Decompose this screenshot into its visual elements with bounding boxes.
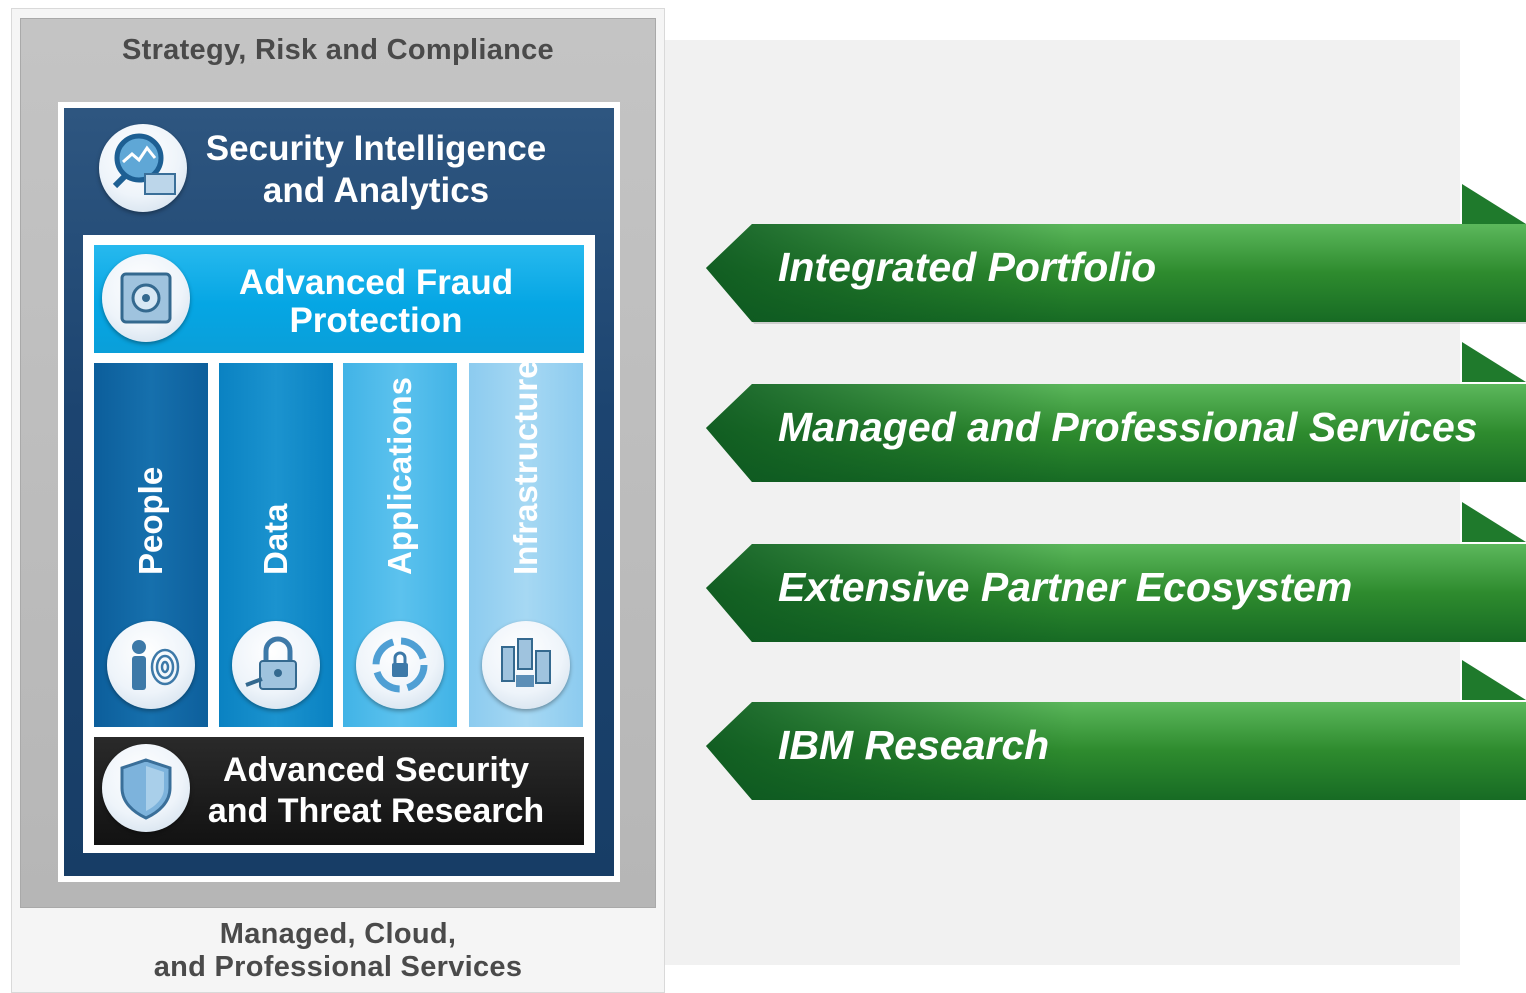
advanced-security-title-line1: Advanced Security xyxy=(222,751,530,789)
column-applications: Applications xyxy=(343,363,457,727)
advanced-fraud-protection-title: Advanced Fraud Protection xyxy=(190,264,562,340)
security-intelligence-title-line2: and Analytics xyxy=(262,171,490,210)
lock-cycle-icon xyxy=(356,621,444,709)
arrow-ibm-research-label: IBM Research xyxy=(778,722,1050,768)
arrow-managed-professional-services-label: Managed and Professional Services xyxy=(778,404,1478,450)
advanced-security-threat-title: Advanced Security and Threat Research xyxy=(190,750,562,832)
arrow-extensive-partner-ecosystem: Extensive Partner Ecosystem xyxy=(706,502,1526,642)
advanced-fraud-title-line1: Advanced Fraud xyxy=(238,263,514,302)
column-infrastructure-label: Infrastructure xyxy=(507,360,544,575)
strategy-risk-compliance-title: Strategy, Risk and Compliance xyxy=(121,34,554,66)
column-infrastructure: Infrastructure xyxy=(469,360,583,727)
right-background-panel xyxy=(664,40,1460,965)
managed-cloud-services-title: Managed, Cloud, and Professional Service… xyxy=(20,918,656,984)
vault-safe-icon xyxy=(102,254,190,342)
column-data-label: Data xyxy=(257,503,294,575)
advanced-security-title-line2: and Threat Research xyxy=(207,792,545,830)
security-intelligence-title-line1: Security Intelligence xyxy=(205,129,547,168)
security-intelligence-title: Security Intelligence and Analytics xyxy=(190,128,562,212)
arrow-managed-professional-services: Managed and Professional Services xyxy=(706,342,1526,482)
managed-cloud-title-line1: Managed, Cloud, xyxy=(219,918,457,950)
shield-icon xyxy=(102,744,190,832)
advanced-fraud-title-line2: Protection xyxy=(289,301,463,340)
column-people: People xyxy=(94,363,208,727)
managed-cloud-title-line2: and Professional Services xyxy=(153,951,523,983)
arrow-ibm-research: IBM Research xyxy=(706,660,1526,800)
person-fingerprint-icon xyxy=(107,621,195,709)
servers-devices-icon xyxy=(482,621,570,709)
column-data: Data xyxy=(219,363,333,727)
column-people-label: People xyxy=(132,466,169,575)
arrow-integrated-portfolio-label: Integrated Portfolio xyxy=(778,244,1157,290)
arrow-integrated-portfolio: Integrated Portfolio xyxy=(706,184,1526,324)
padlock-key-icon xyxy=(232,621,320,709)
arrow-extensive-partner-ecosystem-label: Extensive Partner Ecosystem xyxy=(778,564,1353,610)
column-applications-label: Applications xyxy=(381,376,418,575)
magnifier-monitor-icon xyxy=(99,124,187,212)
